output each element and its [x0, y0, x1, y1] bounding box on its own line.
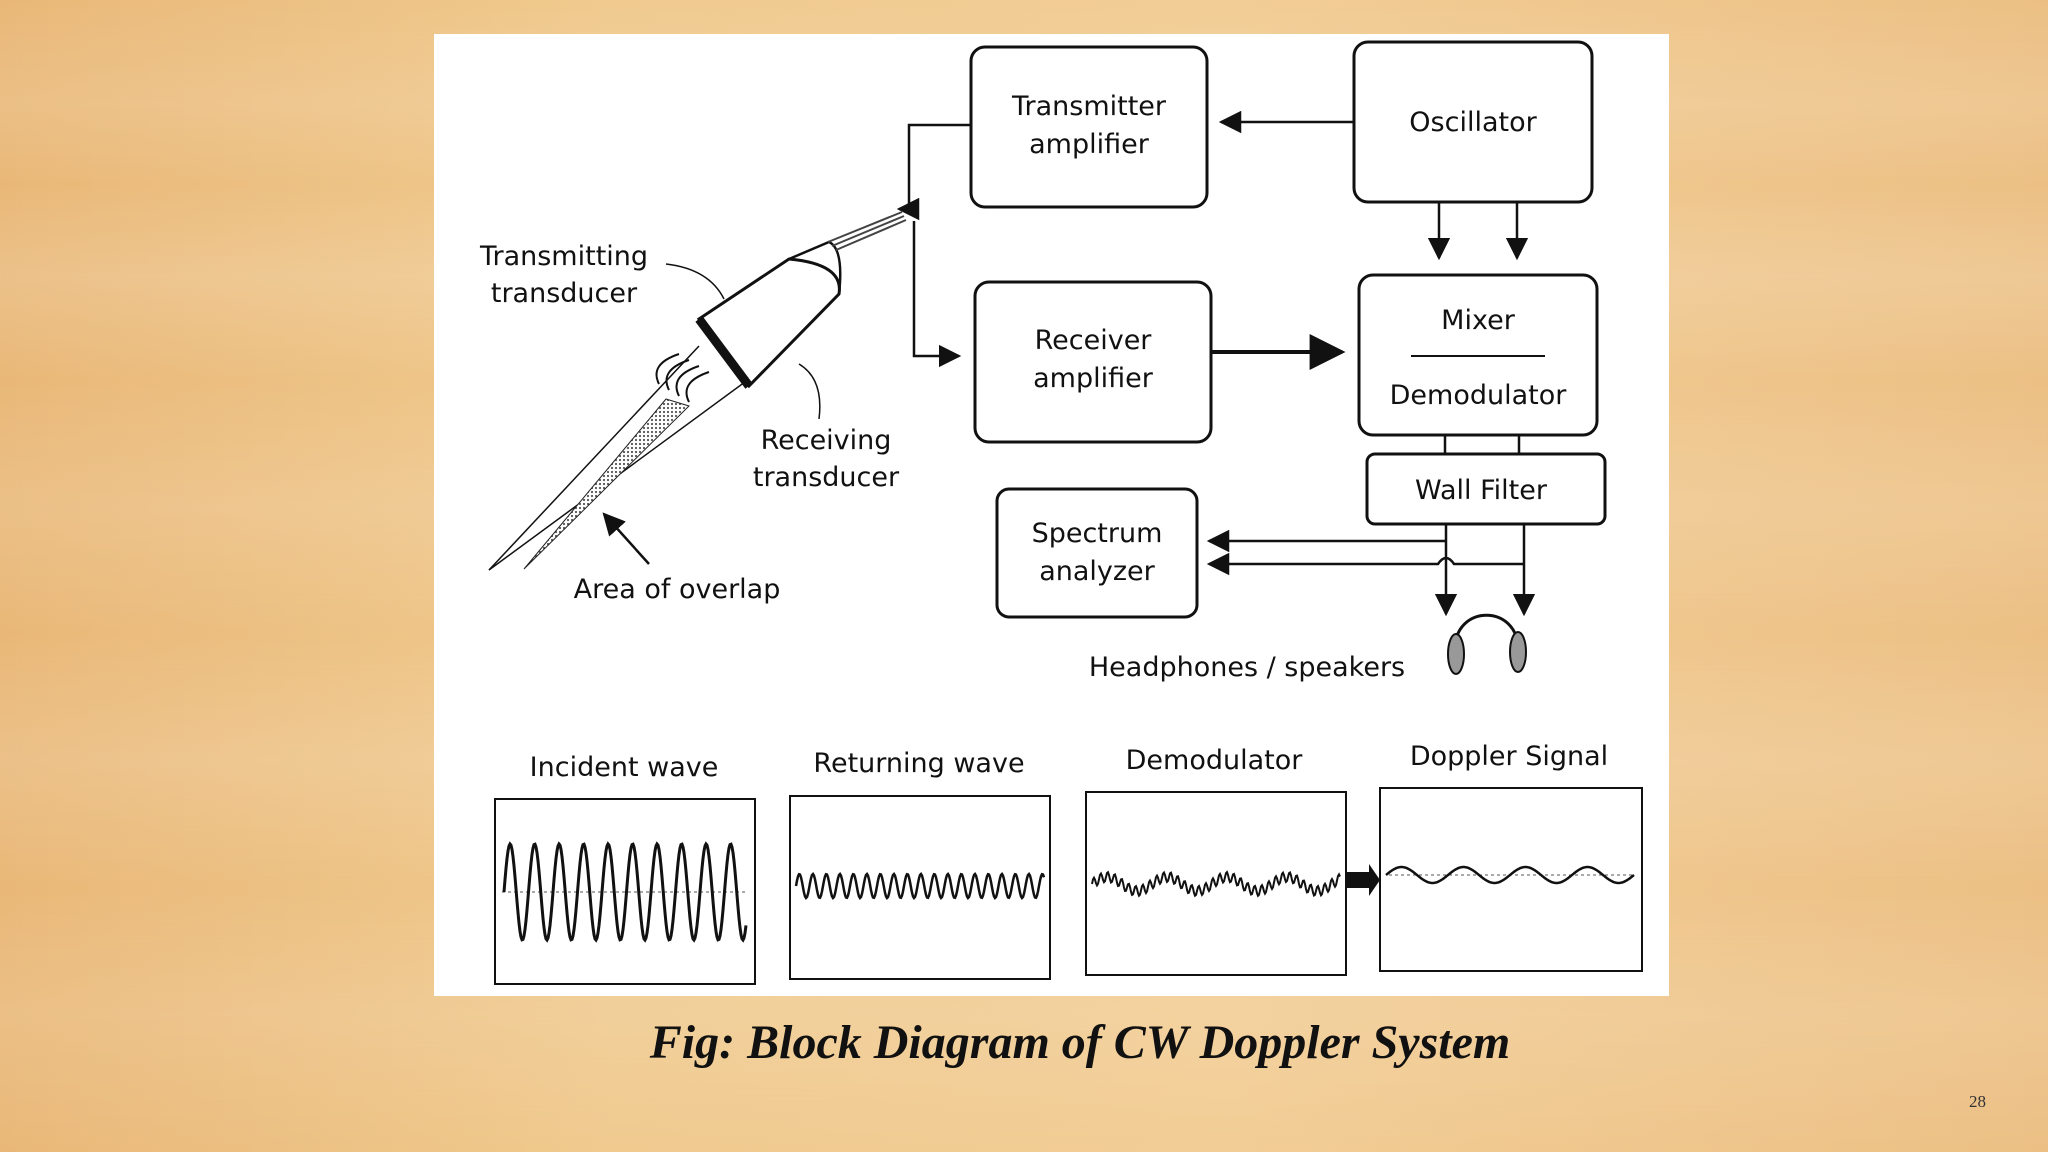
mixer-demodulator-block: Mixer Demodulator — [1357, 273, 1599, 437]
headphones-icon — [1447, 613, 1527, 675]
wall-filter-block: Wall Filter — [1365, 452, 1607, 526]
demodulator-wave-trace — [1091, 870, 1341, 898]
svg-text:Wall Filter: Wall Filter — [1415, 475, 1548, 506]
headphones-label: Headphones / speakers — [1089, 652, 1405, 683]
svg-text:Area of overlap: Area of overlap — [574, 574, 781, 605]
block-diagram-svg: Transmitter amplifier Oscillator Receive… — [479, 40, 1643, 985]
spectrum-analyzer-block: Spectrum analyzer — [995, 487, 1199, 619]
svg-text:Transmitting: Transmitting — [479, 241, 648, 272]
svg-text:amplifier: amplifier — [1029, 129, 1150, 160]
waveform-doppler: Doppler Signal — [1379, 741, 1643, 972]
figure-caption: Fig: Block Diagram of CW Doppler System — [649, 1016, 1511, 1069]
receiver-amplifier-block: Receiver amplifier — [973, 280, 1213, 444]
svg-text:Doppler Signal: Doppler Signal — [1410, 741, 1608, 772]
svg-text:Receiving: Receiving — [761, 425, 892, 456]
waveform-demodulator: Demodulator — [1085, 745, 1347, 976]
svg-text:Receiver: Receiver — [1035, 325, 1153, 356]
doppler-signal-trace — [1385, 865, 1635, 885]
transducer-probe — [488, 211, 907, 571]
connection-lines — [896, 110, 1536, 617]
svg-text:amplifier: amplifier — [1033, 363, 1154, 394]
svg-text:transducer: transducer — [491, 278, 638, 309]
oscillator-block: Oscillator — [1352, 40, 1594, 204]
waveform-returning: Returning wave — [789, 748, 1051, 980]
svg-text:Oscillator: Oscillator — [1409, 107, 1537, 138]
svg-text:Spectrum: Spectrum — [1032, 518, 1163, 549]
svg-text:transducer: transducer — [753, 462, 900, 493]
incident-wave-trace — [502, 841, 748, 943]
svg-text:Demodulator: Demodulator — [1126, 745, 1304, 776]
page-number: 28 — [1969, 1092, 1986, 1111]
svg-text:Incident wave: Incident wave — [530, 752, 719, 783]
returning-wave-trace — [794, 872, 1046, 900]
svg-text:Returning wave: Returning wave — [813, 748, 1024, 779]
svg-text:Demodulator: Demodulator — [1390, 380, 1568, 411]
svg-text:Transmitter: Transmitter — [1011, 91, 1167, 122]
transmitting-transducer-label: Transmitting transducer — [479, 241, 725, 309]
receiving-transducer-label: Receiving transducer — [753, 363, 900, 493]
waveform-incident: Incident wave — [494, 752, 756, 985]
demod-to-doppler-arrow — [1345, 864, 1380, 896]
svg-text:Mixer: Mixer — [1441, 305, 1516, 336]
transmitter-amplifier-block: Transmitter amplifier — [969, 45, 1209, 209]
block-diagram-figure: Transmitter amplifier Oscillator Receive… — [434, 34, 1669, 996]
svg-text:analyzer: analyzer — [1039, 556, 1155, 587]
area-of-overlap-label: Area of overlap — [574, 512, 781, 605]
